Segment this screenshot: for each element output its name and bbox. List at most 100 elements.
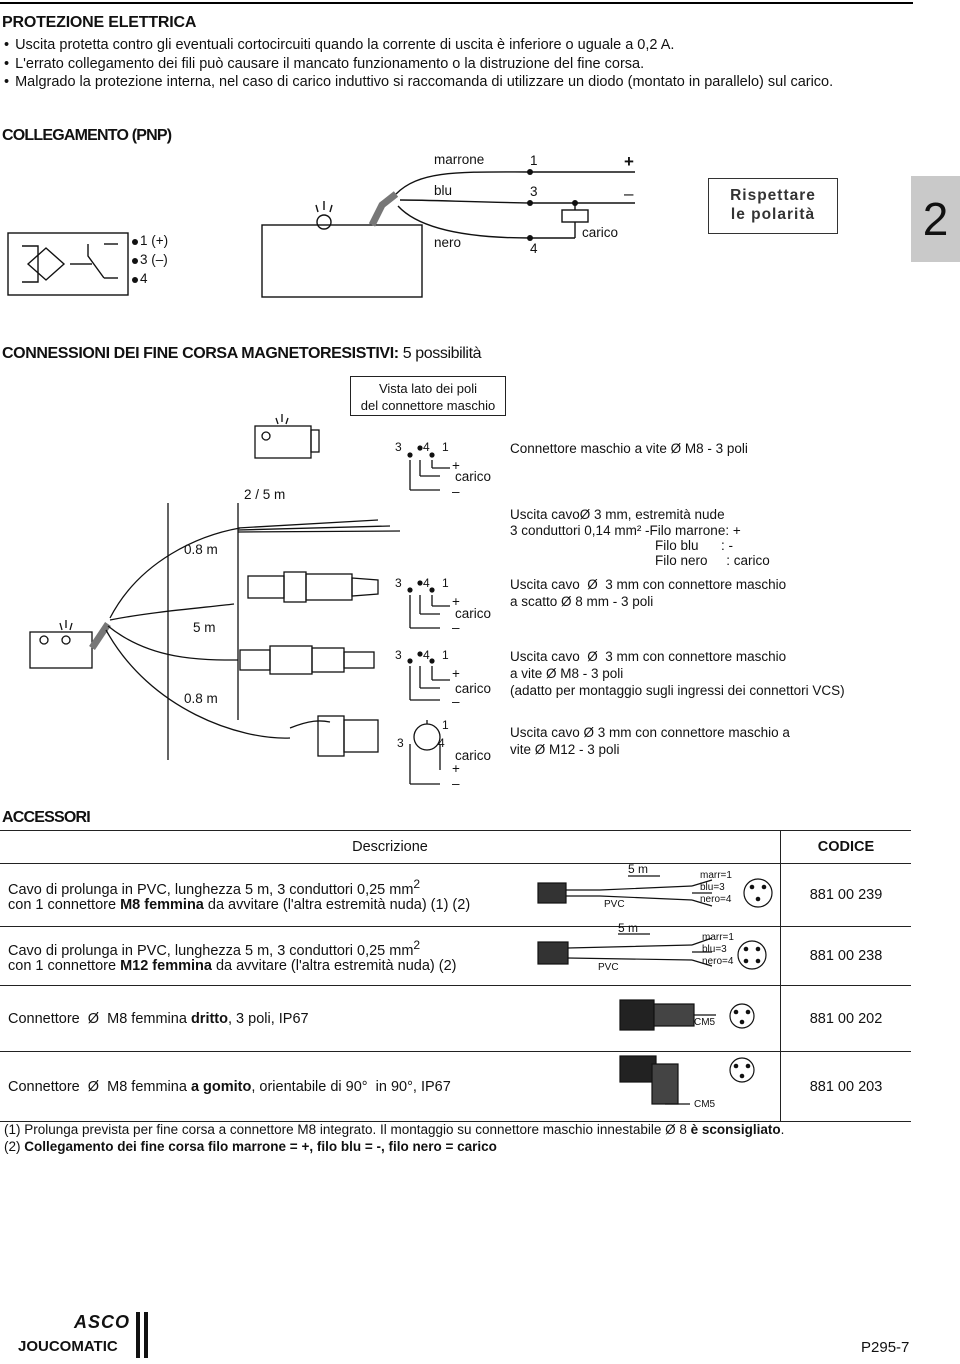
- minus-sign: –: [452, 484, 460, 499]
- wire-label-brown: marrone: [434, 152, 485, 167]
- cable-length-label: 5 m: [628, 862, 649, 876]
- length-label: 0.8 m: [184, 691, 218, 706]
- table-row: Cavo di prolunga in PVC, lunghezza 5 m, …: [0, 926, 911, 986]
- pin-number: 4: [423, 648, 430, 662]
- pin-number: 4: [423, 576, 430, 590]
- view-note-line: del connettore maschio: [360, 398, 496, 413]
- footnote-bold: è sconsigliato: [690, 1122, 781, 1137]
- connections-title-rest: 5 possibilità: [398, 345, 482, 362]
- row-desc-line: Cavo di prolunga in PVC, lunghezza 5 m, …: [8, 942, 414, 959]
- accessories-title: ACCESSORI: [2, 809, 91, 826]
- page-number: P295-7: [861, 1339, 910, 1356]
- option-text: (adatto per montaggio sugli ingressi dei…: [510, 683, 845, 698]
- superscript: 2: [413, 876, 421, 891]
- col-code-header: CODICE: [780, 830, 911, 864]
- pin-number: 1: [442, 576, 449, 590]
- option-text: Uscita cavoØ 3 mm, estremità nude: [510, 507, 725, 522]
- pin-number: 4: [438, 736, 445, 750]
- pin-number: 1: [442, 718, 449, 732]
- brand-bottom: JOUCOMATIC: [18, 1338, 118, 1355]
- table-row: Connettore Ø M8 femmina a gomito, orient…: [0, 1051, 911, 1122]
- footnote-bold: Collegamento dei fine corsa filo marrone…: [24, 1139, 497, 1154]
- option-text: a vite Ø M8 - 3 poli: [510, 666, 624, 681]
- wire-legend: marr=1: [702, 932, 734, 943]
- plus-sign: +: [452, 458, 460, 473]
- sensor-symbol-box: [7, 232, 129, 296]
- wire-number: 4: [530, 241, 538, 256]
- wire-legend: nero=4: [700, 894, 732, 905]
- row-desc-line: Connettore Ø M8 femmina: [8, 1010, 191, 1027]
- plus-sign: +: [624, 152, 634, 171]
- row-desc-line: con 1 connettore: [8, 958, 121, 975]
- row-code: 881 00 203: [780, 1051, 911, 1122]
- option-text: a scatto Ø 8 mm - 3 poli: [510, 594, 654, 609]
- row-desc-bold: dritto: [190, 1010, 228, 1027]
- minus-sign: –: [452, 694, 460, 709]
- plus-sign: +: [452, 594, 460, 609]
- table-row: Connettore Ø M8 femmina dritto, 3 poli, …: [0, 985, 911, 1052]
- wire-number: 1: [530, 153, 538, 168]
- pin-number: 3: [397, 736, 404, 750]
- row-code: 881 00 239: [780, 863, 911, 927]
- brand-bar-icon: [136, 1312, 140, 1358]
- row-code: 881 00 238: [780, 926, 911, 986]
- row-desc: Cavo di prolunga in PVC, lunghezza 5 m, …: [0, 863, 781, 927]
- row-desc: Cavo di prolunga in PVC, lunghezza 5 m, …: [0, 926, 781, 986]
- minus-sign: –: [452, 776, 460, 791]
- wire-legend: blu=3: [702, 944, 727, 955]
- wire-label-blue: blu: [434, 183, 453, 198]
- table-row: Cavo di prolunga in PVC, lunghezza 5 m, …: [0, 863, 911, 927]
- footnote-text: (1) Prolunga prevista per fine corsa a c…: [4, 1122, 691, 1137]
- polarity-line: Rispettare: [730, 187, 816, 204]
- row-desc-line: Cavo di prolunga in PVC, lunghezza 5 m, …: [8, 881, 414, 898]
- footnote-text: (2): [4, 1139, 25, 1154]
- load-label: carico: [455, 748, 492, 763]
- wire-label-black: nero: [434, 235, 462, 250]
- footnote: (2) Collegamento dei fine corsa filo mar…: [4, 1139, 497, 1154]
- footnote-text: .: [780, 1122, 785, 1137]
- option-text: Connettore maschio a vite Ø M8 - 3 poli: [510, 441, 748, 456]
- view-note-line: Vista lato dei poli: [378, 381, 478, 396]
- plus-sign: +: [452, 666, 460, 681]
- polarity-line: le polarità: [730, 206, 816, 223]
- footnote: (1) Prolunga prevista per fine corsa a c…: [4, 1122, 784, 1137]
- load-label: carico: [455, 606, 492, 621]
- protection-bullet: Malgrado la protezione interna, nel caso…: [4, 74, 833, 90]
- pin-number: 4: [423, 440, 430, 454]
- load-label: carico: [455, 681, 492, 696]
- protection-bullet: Uscita protetta contro gli eventuali cor…: [4, 37, 674, 53]
- row-desc: Connettore Ø M8 femmina dritto, 3 poli, …: [0, 985, 781, 1052]
- length-label: 2 / 5 m: [244, 487, 286, 502]
- polarity-note: Rispettare le polarità: [708, 178, 838, 234]
- row-desc: Connettore Ø M8 femmina a gomito, orient…: [0, 1051, 781, 1122]
- connections-title: CONNESSIONI DEI FINE CORSA MAGNETORESIST…: [2, 345, 482, 363]
- option-text: Filo blu : -: [655, 538, 734, 553]
- wire-number: 3: [530, 184, 538, 199]
- pin-number: 1: [442, 648, 449, 662]
- protection-bullet: L'errato collegamento dei fili può causa…: [4, 56, 644, 72]
- pin-number: 3: [395, 648, 402, 662]
- connector-tag: CM5: [694, 1017, 716, 1028]
- table-header: Descrizione CODICE: [0, 830, 911, 864]
- row-desc-line: , 3 poli, IP67: [227, 1010, 309, 1027]
- length-label: 5 m: [193, 620, 216, 635]
- length-label: 0.8 m: [184, 542, 218, 557]
- row-desc-bold: a gomito: [190, 1078, 252, 1095]
- row-desc-line: Connettore Ø M8 femmina: [8, 1078, 191, 1095]
- option-text: Uscita cavo Ø 3 mm con connettore maschi…: [510, 577, 787, 592]
- view-note: Vista lato dei poli del connettore masch…: [350, 376, 506, 416]
- brand-bar-icon: [144, 1312, 148, 1358]
- option-text: Uscita cavo Ø 3 mm con connettore maschi…: [510, 649, 787, 664]
- option-text: 3 conduttori 0,14 mm² -Filo marrone: +: [510, 523, 741, 538]
- cable-length-label: 5 m: [618, 921, 639, 935]
- row-desc-line: con 1 connettore: [8, 897, 121, 914]
- plus-sign: +: [452, 761, 460, 776]
- protection-title: PROTEZIONE ELETTRICA: [2, 14, 197, 31]
- col-desc-header: Descrizione: [0, 830, 781, 864]
- row-desc-line: da avvitare (l'altra estremità nuda) (2): [211, 958, 457, 975]
- pin-label: 4: [140, 271, 148, 286]
- minus-sign: –: [452, 620, 460, 635]
- pin-label: 1 (+): [140, 233, 169, 248]
- minus-sign: –: [624, 184, 634, 203]
- pin-label: 3 (–): [140, 252, 168, 267]
